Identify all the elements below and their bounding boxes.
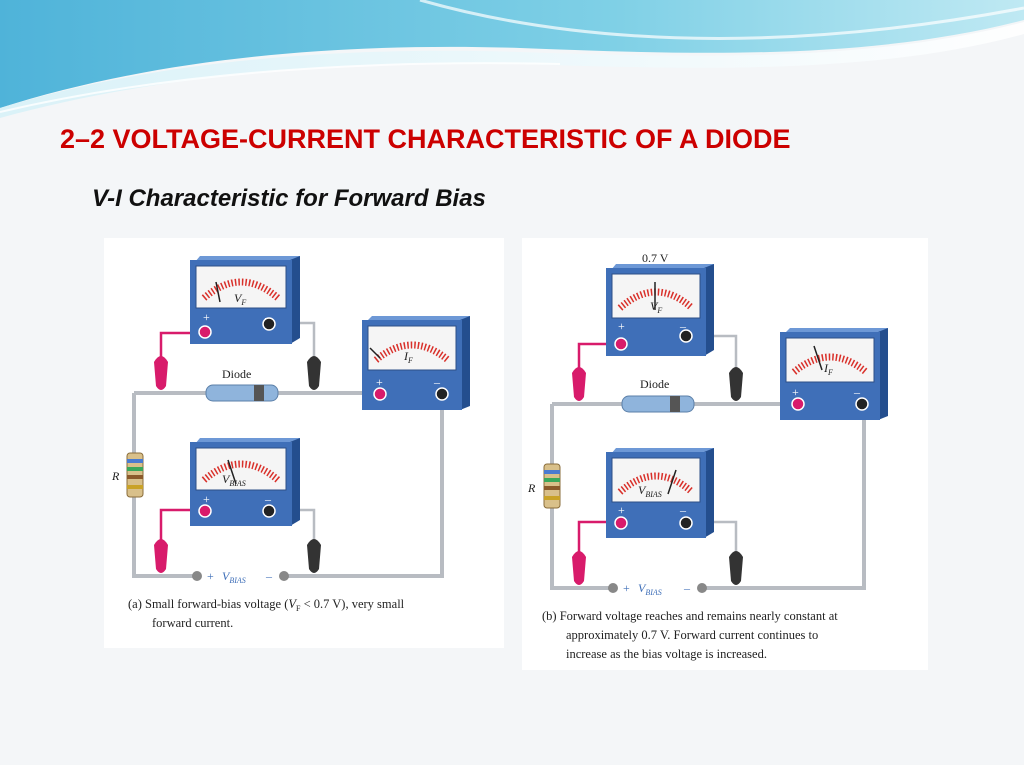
slide-title: 2–2 VOLTAGE-CURRENT CHARACTERISTIC OF A … [60, 124, 791, 154]
svg-text:+: + [618, 319, 625, 333]
svg-text:+: + [618, 503, 625, 517]
circuit-figure-b: 0.7 V VF + – IF + – VBIAS [522, 238, 928, 670]
positive-terminal [198, 504, 212, 518]
caption-b-line2: approximately 0.7 V. Forward current con… [566, 628, 818, 642]
diode-label: Diode [222, 367, 251, 381]
positive-terminal [614, 516, 628, 530]
meter-needle [227, 459, 237, 485]
positive-terminal [614, 337, 628, 351]
marker-label: 0.7 V [642, 251, 669, 265]
svg-text:VF: VF [234, 291, 246, 307]
caption-b-line1: (b) Forward voltage reaches and remains … [542, 609, 838, 623]
negative-terminal [679, 516, 693, 530]
svg-text:–: – [679, 319, 687, 333]
if-ammeter-b: IF + – [780, 328, 888, 420]
bias-source-b: + VBIAS – [608, 581, 707, 597]
plus-sign: + [203, 310, 210, 324]
vf-label: V [234, 291, 243, 305]
bias-source-a: + VBIAS – [192, 569, 289, 585]
svg-text:VBIAS: VBIAS [222, 569, 246, 585]
svg-text:+: + [623, 581, 630, 595]
meter-needle [813, 345, 823, 371]
resistor-a: R [111, 452, 144, 498]
svg-text:IF: IF [823, 361, 833, 377]
probes-b [572, 367, 743, 585]
meter-needle [369, 347, 381, 359]
slide-subtitle: V-I Characteristic for Forward Bias [92, 185, 486, 212]
resistor-label: R [527, 481, 536, 495]
svg-text:+: + [207, 569, 214, 583]
svg-text:–: – [683, 581, 691, 595]
diode-b: Diode [621, 377, 695, 413]
vf-voltmeter-a: VF + – [190, 256, 300, 344]
positive-terminal [198, 325, 212, 339]
meter-scale-arc [617, 472, 695, 495]
if-label: I [823, 361, 829, 375]
vbias-voltmeter-b: VBIAS + – [606, 448, 714, 538]
vf-label: V [650, 299, 659, 313]
svg-text:–: – [853, 385, 861, 399]
vbias-label: V [222, 472, 231, 486]
svg-text:VBIAS: VBIAS [638, 483, 662, 499]
diode-a: Diode [205, 367, 279, 402]
vbias-label: V [638, 483, 647, 497]
meter-scale-arc [373, 341, 451, 363]
negative-terminal [262, 317, 276, 331]
negative-terminal [855, 397, 869, 411]
svg-text:VF: VF [650, 299, 662, 315]
probes-a [154, 356, 321, 573]
svg-text:+: + [376, 375, 383, 389]
meter-needle [215, 281, 221, 303]
meter-scale-arc [617, 288, 695, 311]
meter-scale-arc [791, 353, 869, 375]
diode-label: Diode [640, 377, 669, 391]
resistor-label: R [111, 469, 120, 483]
svg-text:IF: IF [403, 349, 413, 365]
caption-a-line2: forward current. [152, 616, 233, 630]
svg-text:–: – [679, 503, 687, 517]
negative-terminal [679, 329, 693, 343]
circuit-figure-a: VF + – IF + – VBIAS + – [104, 238, 504, 648]
meter-needle [667, 469, 677, 495]
if-ammeter-a: IF + – [362, 316, 470, 410]
svg-text:VBIAS: VBIAS [222, 472, 246, 488]
if-label: I [403, 349, 409, 363]
svg-text:+: + [203, 492, 210, 506]
positive-terminal [373, 387, 387, 401]
negative-terminal [262, 504, 276, 518]
minus-sign: – [264, 310, 272, 324]
vf-voltmeter-b: VF + – [606, 264, 714, 356]
svg-text:–: – [265, 569, 273, 583]
caption-a: (a) Small forward-bias voltage (VF < 0.7… [128, 597, 405, 613]
svg-text:VBIAS: VBIAS [638, 581, 662, 597]
vbias-voltmeter-a: VBIAS + – [190, 438, 300, 526]
svg-text:+: + [792, 385, 799, 399]
positive-terminal [791, 397, 805, 411]
negative-terminal [435, 387, 449, 401]
svg-text:–: – [264, 492, 272, 506]
caption-b-line3: increase as the bias voltage is increase… [566, 647, 767, 661]
resistor-b: R [527, 463, 561, 509]
svg-text:–: – [433, 375, 441, 389]
